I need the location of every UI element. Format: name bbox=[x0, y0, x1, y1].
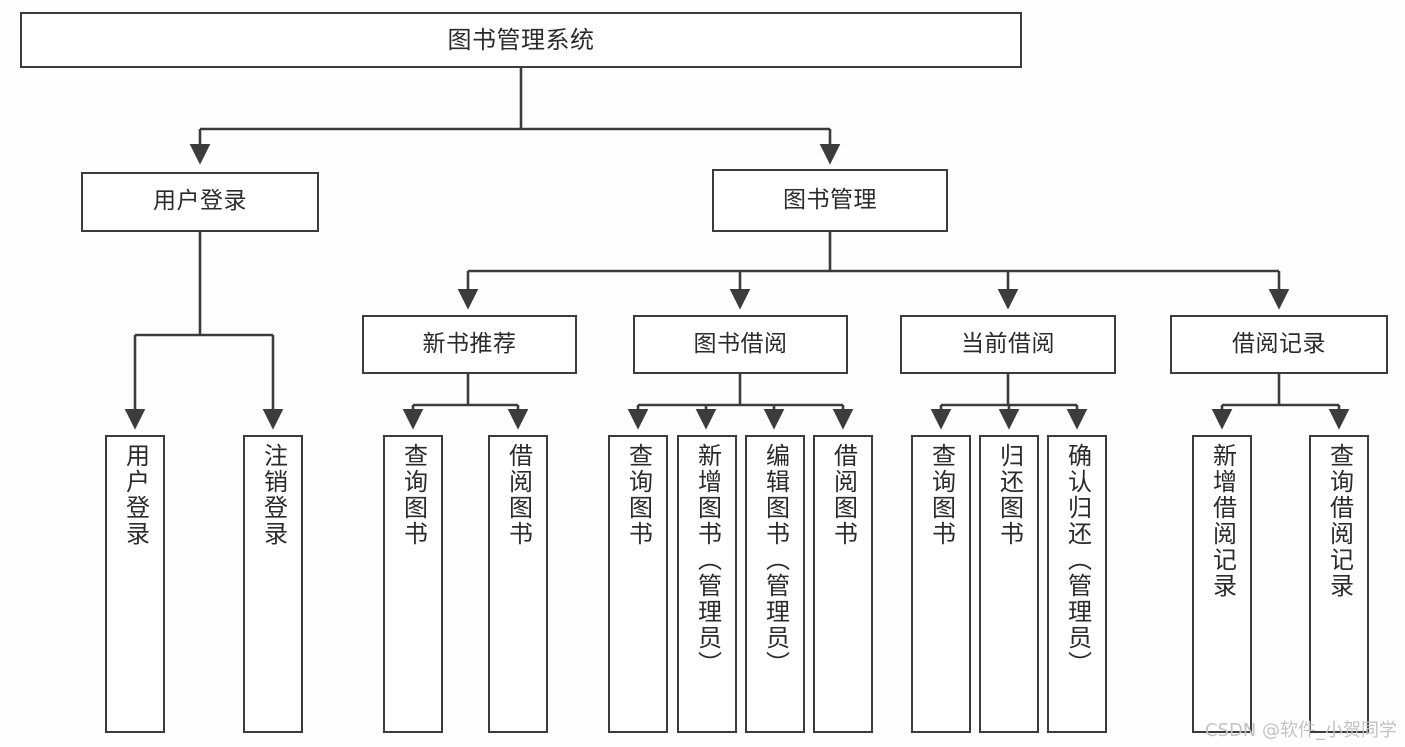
node-label: 查询图书 bbox=[927, 443, 956, 547]
node-book-management[interactable]: 图书管理 bbox=[712, 169, 948, 232]
csdn-watermark: CSDN @软件_小贺同学 bbox=[1204, 720, 1397, 741]
node-label: 图书管理系统 bbox=[447, 25, 595, 54]
leaf-book-borrow-edit[interactable]: 编辑图书（管理员） bbox=[745, 435, 805, 733]
node-label: 用户登录 bbox=[121, 443, 150, 547]
leaf-user-login-logout[interactable]: 注销登录 bbox=[243, 435, 303, 733]
node-label: 新增图书（管理员） bbox=[693, 443, 722, 677]
leaf-current-borrow-confirm[interactable]: 确认归还（管理员） bbox=[1047, 435, 1107, 733]
node-label: 确认归还（管理员） bbox=[1063, 443, 1092, 677]
node-label: 编辑图书（管理员） bbox=[761, 443, 790, 677]
node-label: 图书借阅 bbox=[693, 330, 788, 357]
leaf-borrow-record-query[interactable]: 查询借阅记录 bbox=[1309, 435, 1369, 733]
leaf-borrow-record-add[interactable]: 新增借阅记录 bbox=[1192, 435, 1252, 733]
node-new-book-recommend[interactable]: 新书推荐 bbox=[362, 315, 577, 374]
node-label: 查询图书 bbox=[399, 443, 428, 547]
leaf-current-borrow-return[interactable]: 归还图书 bbox=[979, 435, 1039, 733]
node-label: 新增借阅记录 bbox=[1208, 443, 1237, 599]
leaf-current-borrow-query[interactable]: 查询图书 bbox=[911, 435, 971, 733]
node-label: 注销登录 bbox=[259, 443, 288, 547]
node-user-login[interactable]: 用户登录 bbox=[81, 172, 319, 232]
node-label: 当前借阅 bbox=[961, 330, 1055, 357]
node-root-system[interactable]: 图书管理系统 bbox=[20, 12, 1022, 68]
leaf-new-book-borrow[interactable]: 借阅图书 bbox=[488, 435, 548, 733]
node-label: 借阅记录 bbox=[1232, 330, 1326, 357]
leaf-book-borrow-query[interactable]: 查询图书 bbox=[608, 435, 668, 733]
leaf-new-book-query[interactable]: 查询图书 bbox=[383, 435, 443, 733]
node-book-borrow[interactable]: 图书借阅 bbox=[633, 315, 848, 374]
node-current-borrow[interactable]: 当前借阅 bbox=[900, 315, 1116, 374]
leaf-book-borrow-borrow[interactable]: 借阅图书 bbox=[813, 435, 873, 733]
node-label: 借阅图书 bbox=[504, 443, 533, 547]
leaf-book-borrow-add[interactable]: 新增图书（管理员） bbox=[677, 435, 737, 733]
node-borrow-record[interactable]: 借阅记录 bbox=[1170, 315, 1388, 374]
node-label: 图书管理 bbox=[783, 186, 877, 213]
node-label: 用户登录 bbox=[153, 188, 247, 215]
node-label: 归还图书 bbox=[995, 443, 1024, 547]
node-label: 借阅图书 bbox=[829, 443, 858, 547]
leaf-user-login-login[interactable]: 用户登录 bbox=[105, 435, 165, 733]
node-label: 查询图书 bbox=[624, 443, 653, 547]
node-label: 查询借阅记录 bbox=[1325, 443, 1354, 599]
node-label: 新书推荐 bbox=[422, 330, 517, 357]
